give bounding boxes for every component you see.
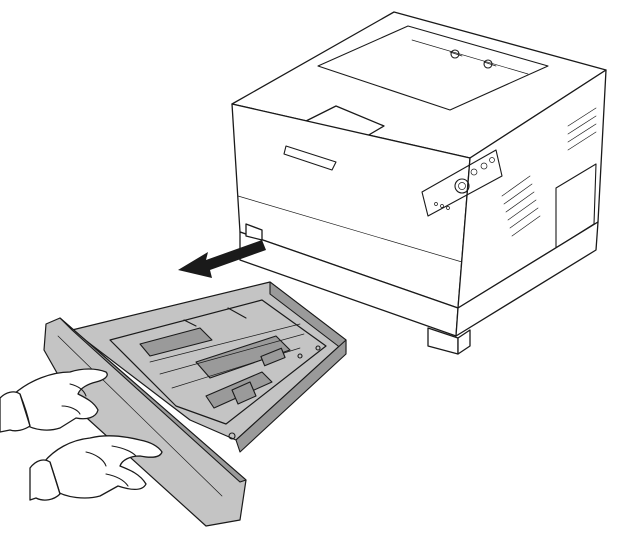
left-hand [13, 368, 108, 431]
hands-icon [0, 368, 163, 501]
printer [231, 11, 607, 355]
output-tray-recess [317, 25, 549, 111]
vent-grill [501, 107, 597, 237]
paper-width-guide [139, 327, 213, 357]
right-hand [43, 435, 163, 499]
power-button-icon [454, 178, 470, 194]
control-panel [421, 149, 503, 217]
pull-direction-arrow-icon [178, 240, 266, 278]
paper-cassette [43, 281, 347, 527]
